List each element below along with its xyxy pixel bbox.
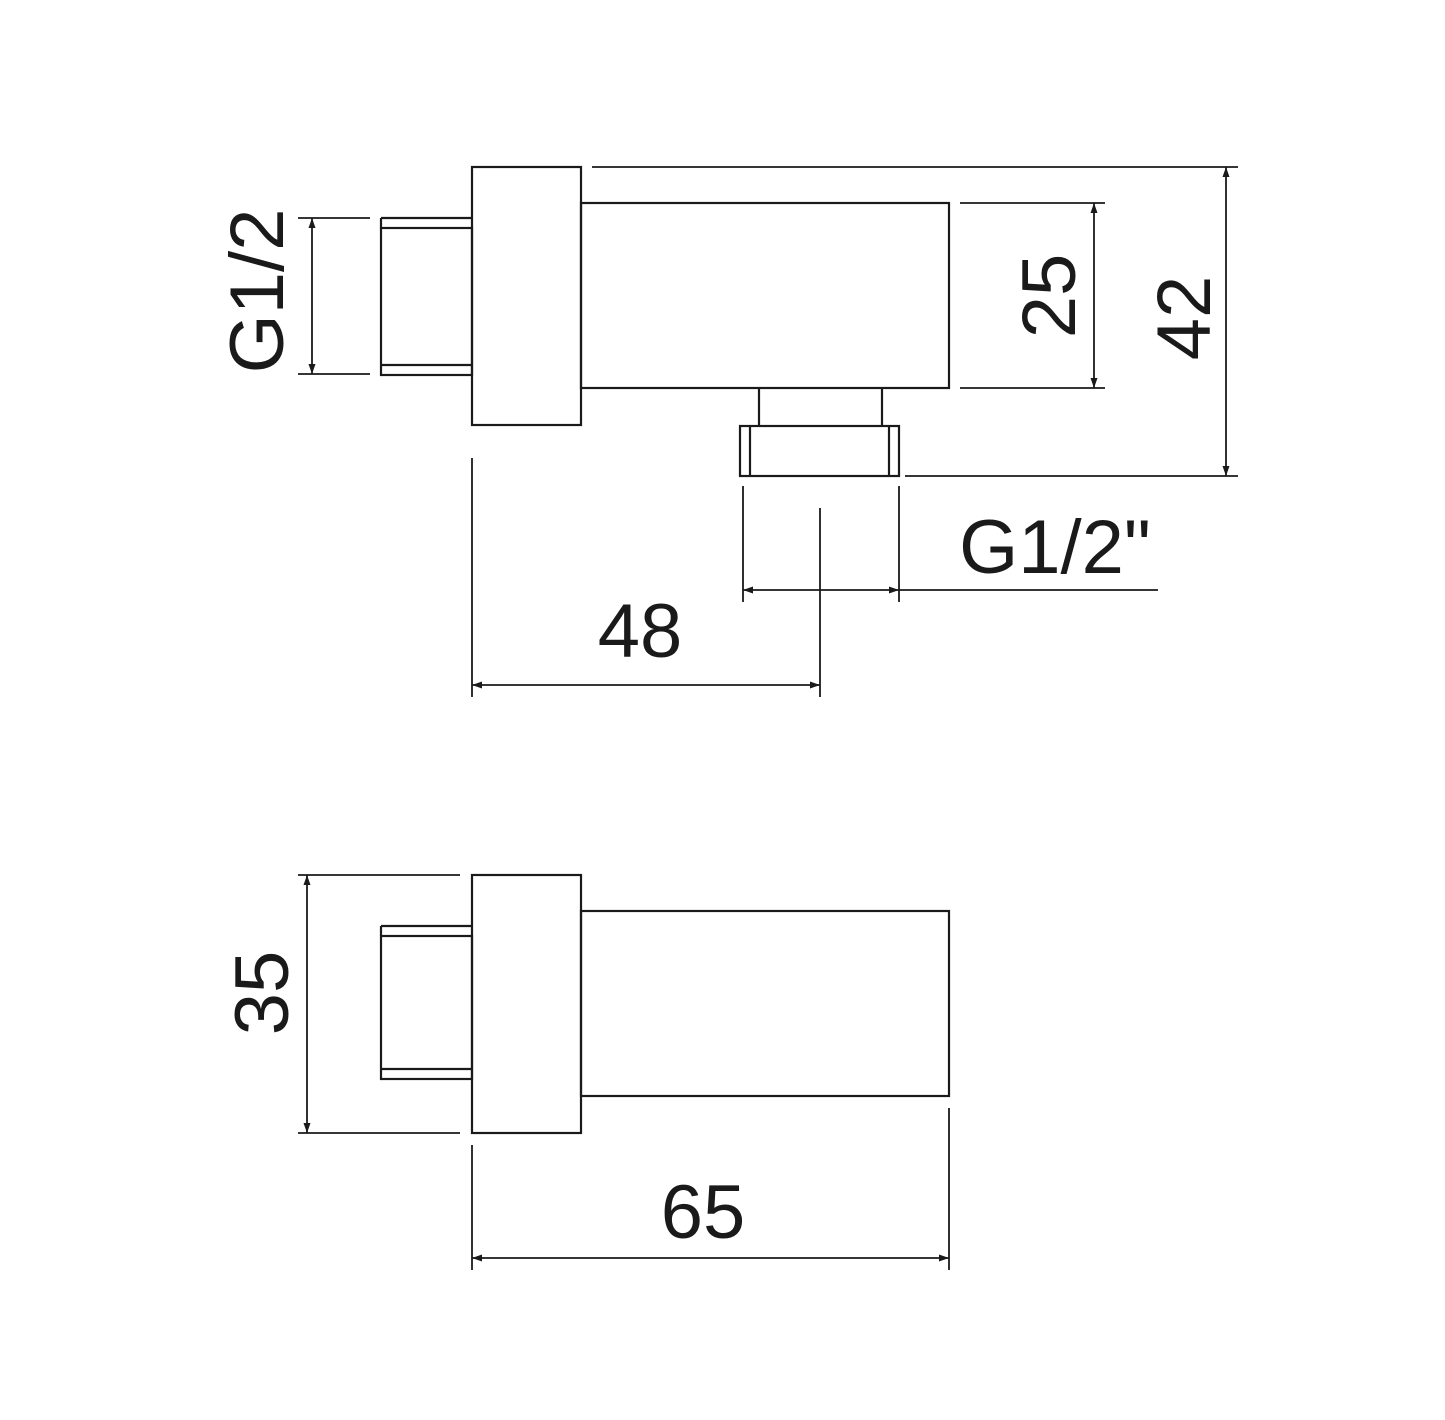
dim-length-label: 65 (661, 1170, 746, 1255)
flange (470, 165, 583, 427)
top-view: G1/2 25 42 G1/2" 48 (215, 165, 1238, 697)
dim-flange-height: 35 (220, 874, 460, 1134)
dim-overall-height: 42 (592, 166, 1238, 477)
dim-length: 65 (471, 1108, 950, 1270)
side-view: 35 65 (220, 873, 951, 1270)
dim-inlet-thread-label: G1/2 (215, 209, 300, 374)
dim-outlet-thread-label: G1/2" (959, 505, 1151, 590)
dim-outlet-offset: 48 (471, 458, 821, 697)
dim-overall-height-label: 42 (1142, 276, 1227, 361)
side-inlet-stub (379, 924, 474, 1081)
inlet-stub (379, 216, 474, 377)
dim-outlet-thread: G1/2" (742, 486, 1158, 602)
body (579, 201, 951, 390)
dim-flange-height-label: 35 (220, 951, 305, 1036)
side-body (579, 909, 951, 1098)
dim-inlet-thread: G1/2 (215, 209, 370, 375)
outlet-nut (738, 424, 901, 478)
side-flange (470, 873, 583, 1135)
dim-outlet-offset-label: 48 (598, 589, 683, 674)
dim-body-height: 25 (960, 202, 1105, 389)
dim-body-height-label: 25 (1007, 254, 1092, 339)
outlet-stem (757, 388, 884, 426)
